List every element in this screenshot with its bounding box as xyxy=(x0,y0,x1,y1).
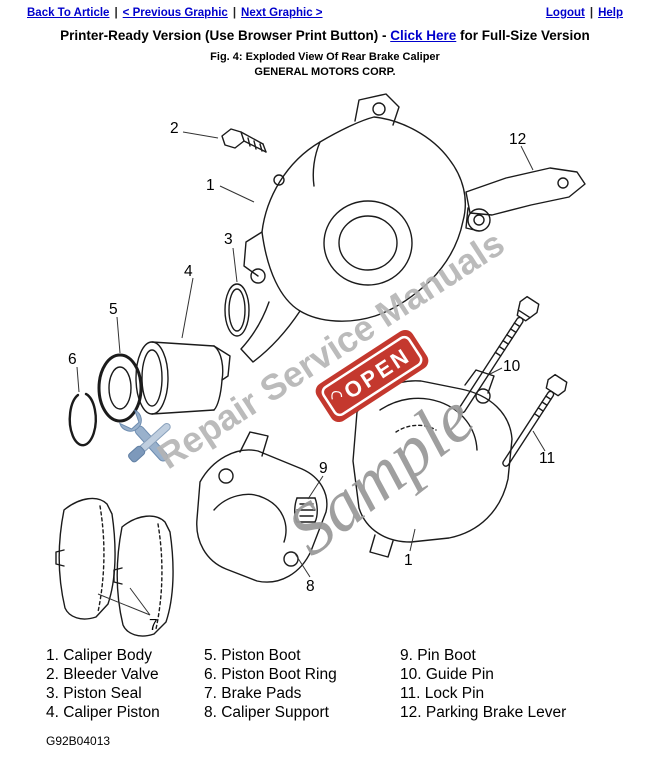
callout-lock-pin: 11 xyxy=(539,450,555,467)
guide-pin-drawing xyxy=(458,295,540,414)
legend-item: 5. Piston Boot xyxy=(204,647,301,664)
callout-piston-boot: 5 xyxy=(109,301,118,318)
bleeder-valve-drawing xyxy=(221,128,267,153)
caliper-body-drawing xyxy=(240,93,466,363)
legend-item: 3. Piston Seal xyxy=(46,685,142,702)
legend-item: 4. Caliper Piston xyxy=(46,704,160,721)
callout-piston-boot-ring: 6 xyxy=(68,351,77,368)
printer-ready-line: Printer-Ready Version (Use Browser Print… xyxy=(0,28,650,43)
printer-ready-suffix: for Full-Size Version xyxy=(456,28,590,43)
callout-piston-seal: 3 xyxy=(224,231,233,248)
legend-column-2: 5. Piston Boot 6. Piston Boot Ring 7. Br… xyxy=(204,646,400,722)
nav-separator: | xyxy=(589,7,594,19)
callout-caliper-support: 8 xyxy=(306,578,315,595)
lock-pin-drawing xyxy=(502,373,568,467)
figure-caption: Fig. 4: Exploded View Of Rear Brake Cali… xyxy=(210,51,440,63)
callout-caliper-body-bottom: 1 xyxy=(404,552,413,569)
click-here-link[interactable]: Click Here xyxy=(390,28,457,43)
piston-boot-ring-drawing xyxy=(68,392,97,447)
top-nav: Back To Article | < Previous Graphic | N… xyxy=(0,0,650,19)
callout-brake-pads: 7 xyxy=(149,617,158,634)
caliper-body-lower-drawing xyxy=(352,369,513,558)
brake-pads-drawing xyxy=(55,497,174,637)
nav-separator: | xyxy=(232,7,237,19)
parking-brake-lever-drawing xyxy=(465,167,586,232)
tools-icon xyxy=(118,409,171,463)
legend-item: 1. Caliper Body xyxy=(46,647,152,664)
piston-seal-drawing xyxy=(224,283,250,337)
pin-boot-drawing xyxy=(294,497,318,523)
company-name: GENERAL MOTORS CORP. xyxy=(254,66,396,78)
logout-link[interactable]: Logout xyxy=(545,7,585,19)
previous-graphic-link[interactable]: < Previous Graphic xyxy=(122,7,228,19)
nav-right: Logout | Help xyxy=(546,7,623,19)
legend-item: 8. Caliper Support xyxy=(204,704,329,721)
nav-separator: | xyxy=(114,7,118,19)
legend-item: 7. Brake Pads xyxy=(204,685,302,702)
legend-column-3: 9. Pin Boot 10. Guide Pin 11. Lock Pin 1… xyxy=(400,646,566,722)
caliper-piston-drawing xyxy=(135,341,231,415)
callout-labels: 2 1 12 3 4 5 6 7 8 9 10 11 1 xyxy=(68,120,555,634)
next-graphic-link[interactable]: Next Graphic > xyxy=(241,7,323,19)
legend-column-1: 1. Caliper Body 2. Bleeder Valve 3. Pist… xyxy=(46,646,204,722)
legend-item: 11. Lock Pin xyxy=(400,685,485,702)
callout-bleeder-valve: 2 xyxy=(170,120,179,137)
open-sign: OPEN xyxy=(315,329,429,423)
callout-caliper-body-top: 1 xyxy=(206,177,215,194)
callout-guide-pin: 10 xyxy=(503,358,521,375)
piston-boot-drawing xyxy=(97,353,143,423)
legend-item: 9. Pin Boot xyxy=(400,647,476,664)
legend-item: 10. Guide Pin xyxy=(400,666,494,683)
callout-parking-brake-lever: 12 xyxy=(509,131,526,148)
leader-lines xyxy=(76,131,546,616)
exploded-diagram: Repair Service Manuals OPEN Sample 2 1 1… xyxy=(55,93,586,637)
printer-ready-prefix: Printer-Ready Version (Use Browser Print… xyxy=(60,28,391,43)
callout-caliper-piston: 4 xyxy=(184,263,193,280)
help-link[interactable]: Help xyxy=(598,7,623,19)
callout-pin-boot: 9 xyxy=(319,460,328,477)
nav-left: Back To Article | < Previous Graphic | N… xyxy=(27,7,323,19)
legend-item: 12. Parking Brake Lever xyxy=(400,704,567,721)
diagram-area: Repair Service Manuals OPEN Sample 2 1 1… xyxy=(0,80,650,640)
back-to-article-link[interactable]: Back To Article xyxy=(27,7,110,19)
watermark-sample: Sample xyxy=(273,377,489,571)
figure-id: G92B04013 xyxy=(46,734,111,748)
legend-item: 2. Bleeder Valve xyxy=(46,666,159,683)
parts-legend: 1. Caliper Body 2. Bleeder Valve 3. Pist… xyxy=(46,646,650,722)
legend-item: 6. Piston Boot Ring xyxy=(204,666,337,683)
watermark: Repair Service Manuals OPEN Sample xyxy=(118,222,511,571)
